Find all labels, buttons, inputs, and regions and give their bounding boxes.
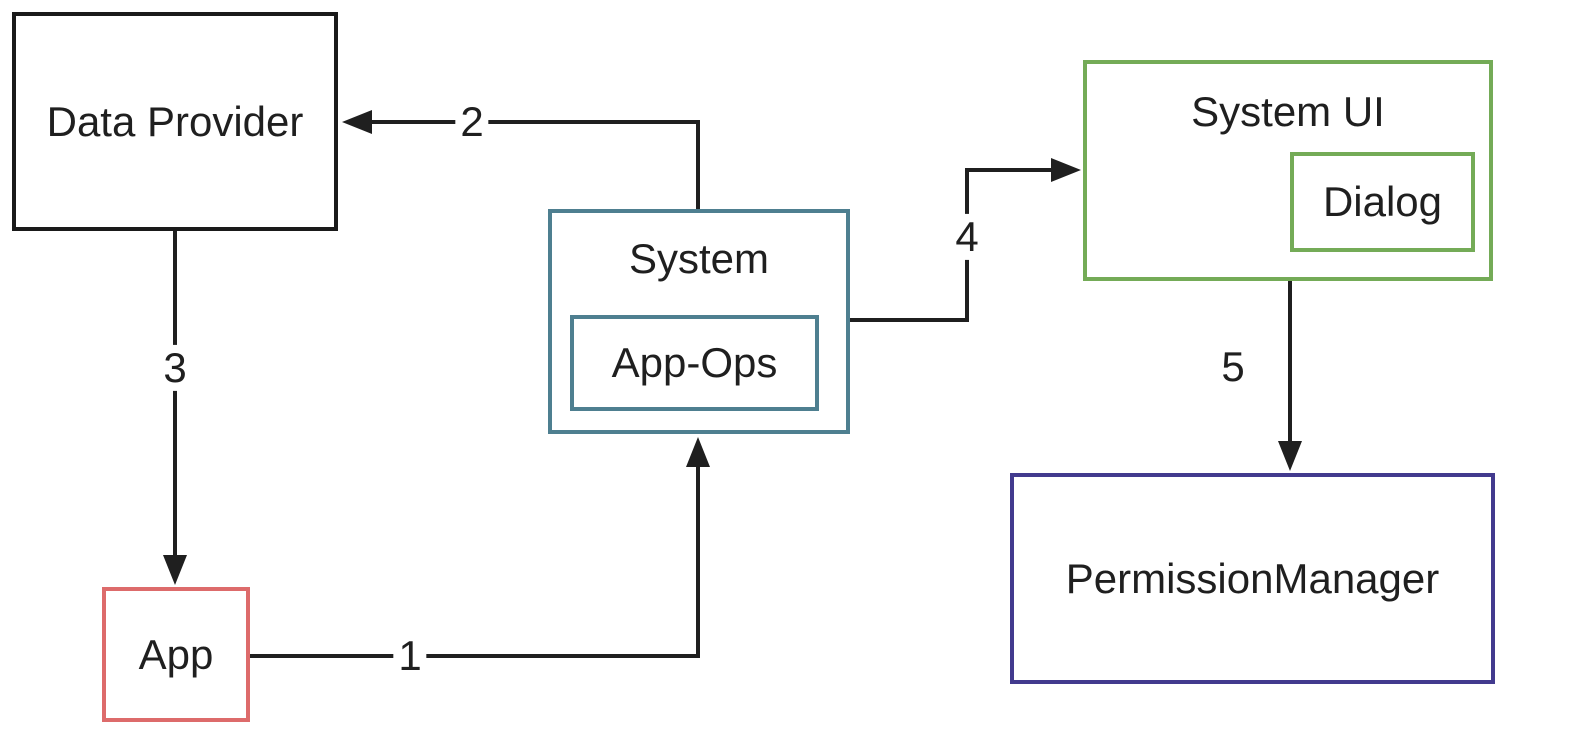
edge-5-arrowhead-icon: [1278, 441, 1302, 471]
edge-1-line: [250, 464, 700, 658]
node-app: App: [102, 587, 250, 722]
edge-2-label: 2: [455, 98, 489, 146]
edge-5-label: 5: [1216, 343, 1250, 391]
node-system-label: System: [628, 235, 770, 282]
edge-3-arrowhead-icon: [163, 555, 187, 585]
edge-1-label: 1: [393, 632, 427, 680]
node-permission-manager: PermissionManager: [1010, 473, 1495, 684]
node-app-label: App: [138, 630, 214, 678]
node-data-provider-label: Data Provider: [46, 97, 304, 145]
node-app-ops-label: App-Ops: [611, 339, 778, 386]
edge-3-label: 3: [158, 344, 192, 392]
edge-2-line: [366, 120, 700, 209]
edge-1-arrowhead-icon: [686, 437, 710, 467]
node-data-provider: Data Provider: [12, 12, 338, 231]
node-system-ui: System UI Dialog: [1083, 60, 1493, 281]
node-app-ops: App-Ops: [570, 315, 819, 411]
node-system-ui-label: System UI: [1191, 88, 1385, 135]
node-dialog-label: Dialog: [1322, 178, 1443, 225]
node-system: System App-Ops: [548, 209, 850, 434]
edge-4-arrowhead-icon: [1051, 158, 1081, 182]
node-permission-manager-label: PermissionManager: [1065, 554, 1440, 602]
node-dialog: Dialog: [1290, 152, 1475, 252]
edge-2-arrowhead-icon: [342, 110, 372, 134]
edge-4-label: 4: [950, 213, 984, 261]
